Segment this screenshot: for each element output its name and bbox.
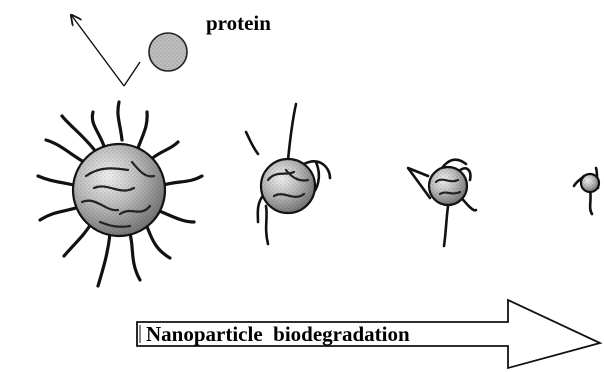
nanoparticle-stage-1: [38, 102, 202, 286]
nanoparticle-stage-4: [574, 168, 599, 214]
biodegradation-arrow: Nanoparticle biodegradation: [137, 300, 600, 368]
biodegradation-label: Nanoparticle biodegradation: [146, 322, 410, 346]
repulsion-line: [124, 62, 140, 86]
protein-label: protein: [206, 11, 271, 35]
nanoparticle-stage-2: [246, 104, 330, 244]
protein-repulsion-group: protein: [72, 11, 271, 86]
nanoparticle-stage-3: [408, 160, 476, 246]
repulsion-arrow: [72, 16, 124, 86]
